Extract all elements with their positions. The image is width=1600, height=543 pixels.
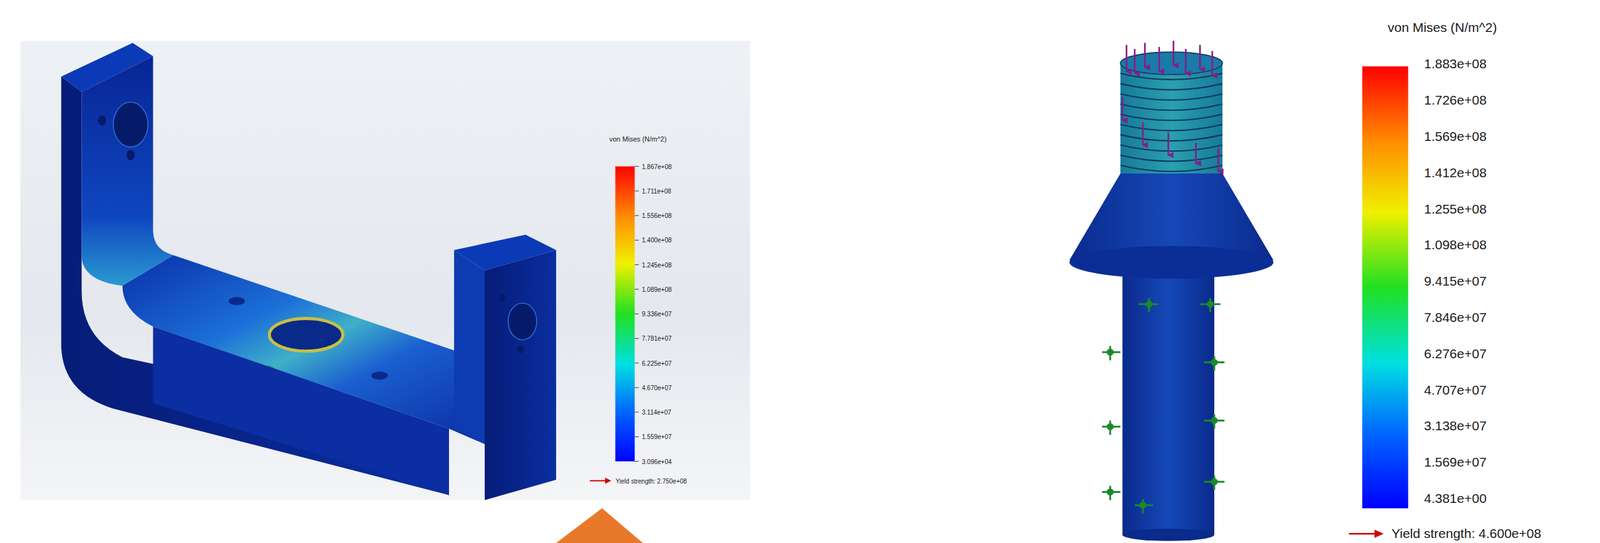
legend-value: 9.336e+07 [641,310,672,318]
legend-value: 1.255e+08 [1424,201,1487,217]
legend-value: 4.381e+00 [1424,490,1487,506]
legend-title: von Mises (N/m^2) [1387,20,1497,35]
legend-value: 1.883e+08 [1424,56,1487,71]
legend-value: 1.412e+08 [1424,165,1487,180]
legend-value: 1.556e+08 [641,212,672,220]
yield-strength: Yield strength: 2.750e+08 [615,477,687,485]
legend-value: 9.415e+07 [1424,273,1487,289]
legend-value: 3.114e+07 [641,408,672,416]
legend-value: 6.225e+07 [641,360,672,367]
legend-value: 1.400e+08 [641,236,672,244]
legend-value: 1.559e+07 [641,433,672,441]
legend-value: 3.138e+07 [1424,418,1487,433]
legend-value: 4.670e+07 [641,384,672,392]
legend-value: 1.867e+08 [641,163,672,171]
legend-value: 1.569e+08 [1424,129,1487,144]
legend-value: 1.711e+08 [641,187,672,195]
legend-value: 1.098e+08 [1424,237,1487,252]
yield-strength: Yield strength: 4.600e+08 [1391,526,1542,541]
legend-value: 1.245e+08 [641,261,672,269]
legend-value: 1.726e+08 [1424,92,1487,108]
legend-value: 7.846e+07 [1424,309,1487,325]
legend-value: 1.569e+07 [1424,454,1487,470]
legend-title: von Mises (N/m^2) [609,135,667,143]
legend-value: 6.276e+07 [1424,346,1487,361]
legend-value: 3.096e+04 [641,458,672,466]
legend-value: 4.707e+07 [1424,382,1487,398]
legend-value: 1.089e+08 [641,286,672,294]
legend-value: 7.781e+07 [641,335,672,342]
